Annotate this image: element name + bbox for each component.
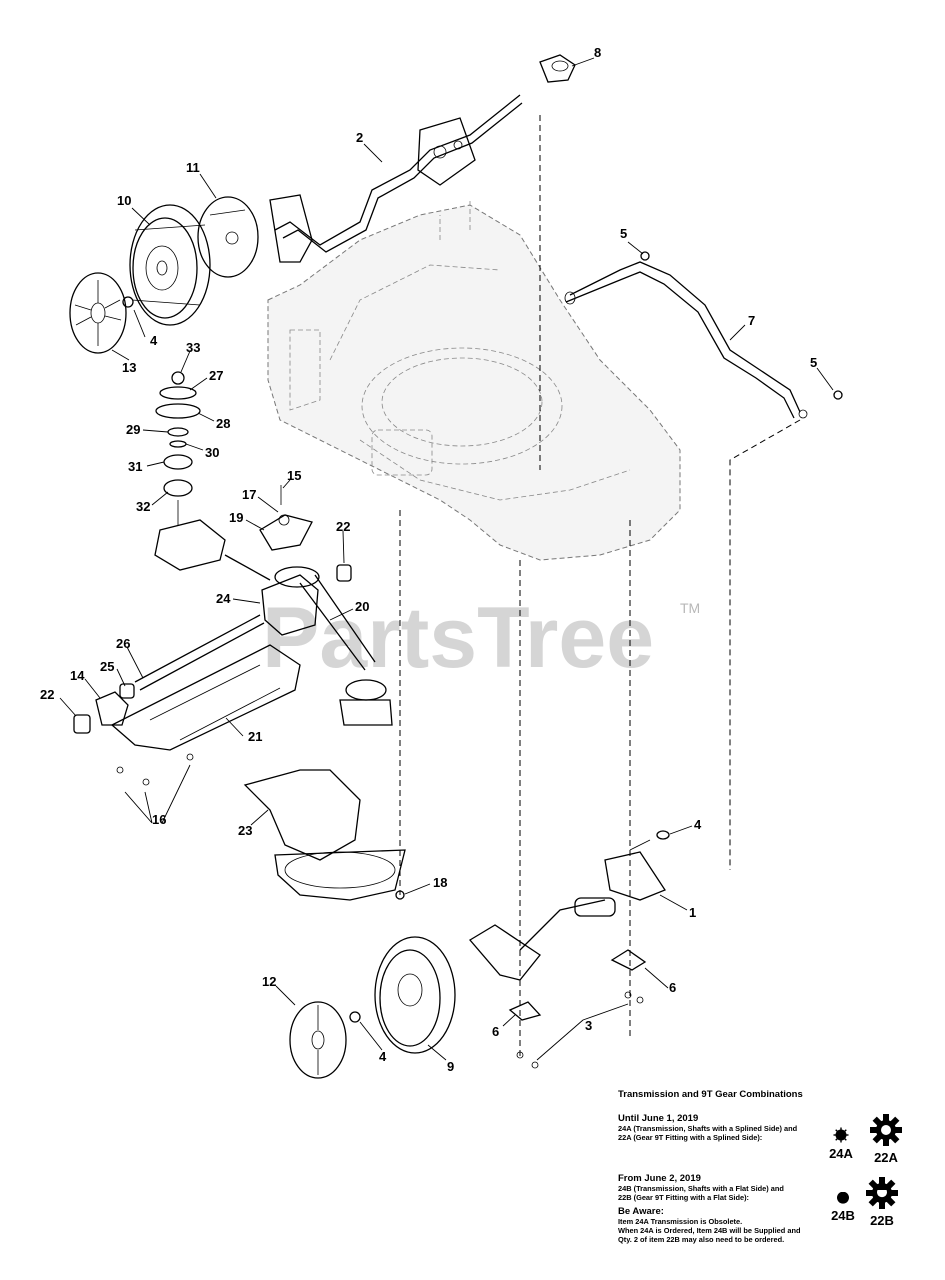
callout-26: 26 bbox=[116, 636, 130, 651]
splined-gear-icon bbox=[870, 1114, 902, 1146]
callout-19: 19 bbox=[229, 510, 243, 525]
callout-25: 25 bbox=[100, 659, 114, 674]
legend-until-block: Until June 1, 2019 24A (Transmission, Sh… bbox=[618, 1113, 833, 1142]
label-24b: 24B bbox=[831, 1208, 855, 1223]
callout-20: 20 bbox=[355, 599, 369, 614]
symbol-22b: 22B bbox=[862, 1176, 902, 1228]
gear-combinations-legend: Transmission and 9T Gear Combinations Un… bbox=[618, 1089, 918, 1244]
legend-until-line1: 24A (Transmission, Shafts with a Splined… bbox=[618, 1124, 798, 1133]
callout-10: 10 bbox=[117, 193, 131, 208]
callout-18: 18 bbox=[433, 875, 447, 890]
legend-aware-heading: Be Aware: bbox=[618, 1206, 664, 1217]
leader-lines bbox=[59, 57, 834, 1061]
rear-wheel-part bbox=[129, 204, 211, 326]
pulley-stack-part bbox=[154, 371, 226, 571]
legend-until-heading: Until June 1, 2019 bbox=[618, 1113, 699, 1124]
callout-27: 27 bbox=[209, 368, 223, 383]
front-axle-part bbox=[73, 614, 265, 734]
callout-12: 12 bbox=[262, 974, 276, 989]
callout-33: 33 bbox=[186, 340, 200, 355]
callout-24: 24 bbox=[216, 591, 231, 606]
height-adjuster-part bbox=[395, 830, 670, 1069]
legend-from-heading: From June 2, 2019 bbox=[618, 1173, 701, 1184]
legend-aware-line2: When 24A is Ordered, Item 24B will be Su… bbox=[618, 1226, 801, 1235]
callout-15: 15 bbox=[287, 468, 301, 483]
front-wheel-part bbox=[289, 936, 456, 1079]
symbol-22a: 22A bbox=[866, 1113, 906, 1165]
rear-cover-part bbox=[197, 196, 259, 278]
callout-6-left: 6 bbox=[492, 1024, 499, 1039]
transmission-part bbox=[224, 554, 393, 726]
symbol-24a: 24A bbox=[824, 1127, 858, 1161]
deflector-part bbox=[243, 769, 406, 901]
callout-4-wheel: 4 bbox=[379, 1049, 387, 1064]
callout-9: 9 bbox=[447, 1059, 454, 1074]
flat-shaft-icon bbox=[837, 1192, 849, 1204]
callout-16: 16 bbox=[152, 812, 166, 827]
legend-from-block: From June 2, 2019 24B (Transmission, Sha… bbox=[618, 1173, 833, 1202]
callout-2: 2 bbox=[356, 130, 363, 145]
callout-6-right: 6 bbox=[669, 980, 676, 995]
callout-21: 21 bbox=[248, 729, 262, 744]
callout-28: 28 bbox=[216, 416, 230, 431]
callout-22-upper: 22 bbox=[336, 519, 350, 534]
lower-handle-part bbox=[564, 251, 843, 419]
cable-bracket-part bbox=[259, 485, 313, 551]
mower-deck bbox=[267, 200, 681, 561]
assembly-lines bbox=[399, 115, 801, 1060]
legend-from-line1: 24B (Transmission, Shafts with a Flat Si… bbox=[618, 1184, 784, 1193]
flat-gear-icon bbox=[866, 1177, 898, 1209]
callout-4-front: 4 bbox=[694, 817, 702, 832]
callout-31: 31 bbox=[128, 459, 142, 474]
callout-30: 30 bbox=[205, 445, 219, 460]
callout-11: 11 bbox=[186, 160, 200, 175]
callout-labels: 8 2 11 10 4 13 5 7 5 33 27 28 29 30 31 3… bbox=[40, 45, 817, 1074]
mount-plate-part bbox=[110, 644, 301, 824]
callout-5-upper: 5 bbox=[620, 226, 627, 241]
callout-32: 32 bbox=[136, 499, 150, 514]
splined-shaft-icon bbox=[833, 1127, 849, 1143]
callout-13: 13 bbox=[122, 360, 136, 375]
label-22a: 22A bbox=[874, 1150, 898, 1165]
legend-aware-line1: Item 24A Transmission is Obsolete. bbox=[618, 1217, 743, 1226]
watermark-text: PartsTree bbox=[262, 590, 654, 686]
callout-22-lower: 22 bbox=[40, 687, 54, 702]
callout-29: 29 bbox=[126, 422, 140, 437]
symbol-24b: 24B bbox=[826, 1189, 860, 1223]
label-22b: 22B bbox=[870, 1213, 894, 1228]
callout-3: 3 bbox=[585, 1018, 592, 1033]
callout-4-rear: 4 bbox=[150, 333, 158, 348]
callout-23: 23 bbox=[238, 823, 252, 838]
callout-1: 1 bbox=[689, 905, 696, 920]
upper-handle-part bbox=[269, 54, 576, 263]
legend-from-line2: 22B (Gear 9T Fitting with a Flat Side): bbox=[618, 1193, 749, 1202]
legend-until-line2: 22A (Gear 9T Fitting with a Splined Side… bbox=[618, 1133, 763, 1142]
callout-8: 8 bbox=[594, 45, 601, 60]
legend-aware-line3: Qty. 2 of item 22B may also need to be o… bbox=[618, 1235, 785, 1244]
callout-14: 14 bbox=[70, 668, 85, 683]
callout-5-lower: 5 bbox=[810, 355, 817, 370]
legend-aware-block: Be Aware: Item 24A Transmission is Obsol… bbox=[618, 1206, 833, 1244]
label-24a: 24A bbox=[829, 1146, 853, 1161]
callout-17: 17 bbox=[242, 487, 256, 502]
callout-7: 7 bbox=[748, 313, 755, 328]
watermark-tm: TM bbox=[680, 600, 700, 616]
legend-title: Transmission and 9T Gear Combinations bbox=[618, 1089, 803, 1100]
rear-hubcap-part bbox=[69, 272, 134, 354]
